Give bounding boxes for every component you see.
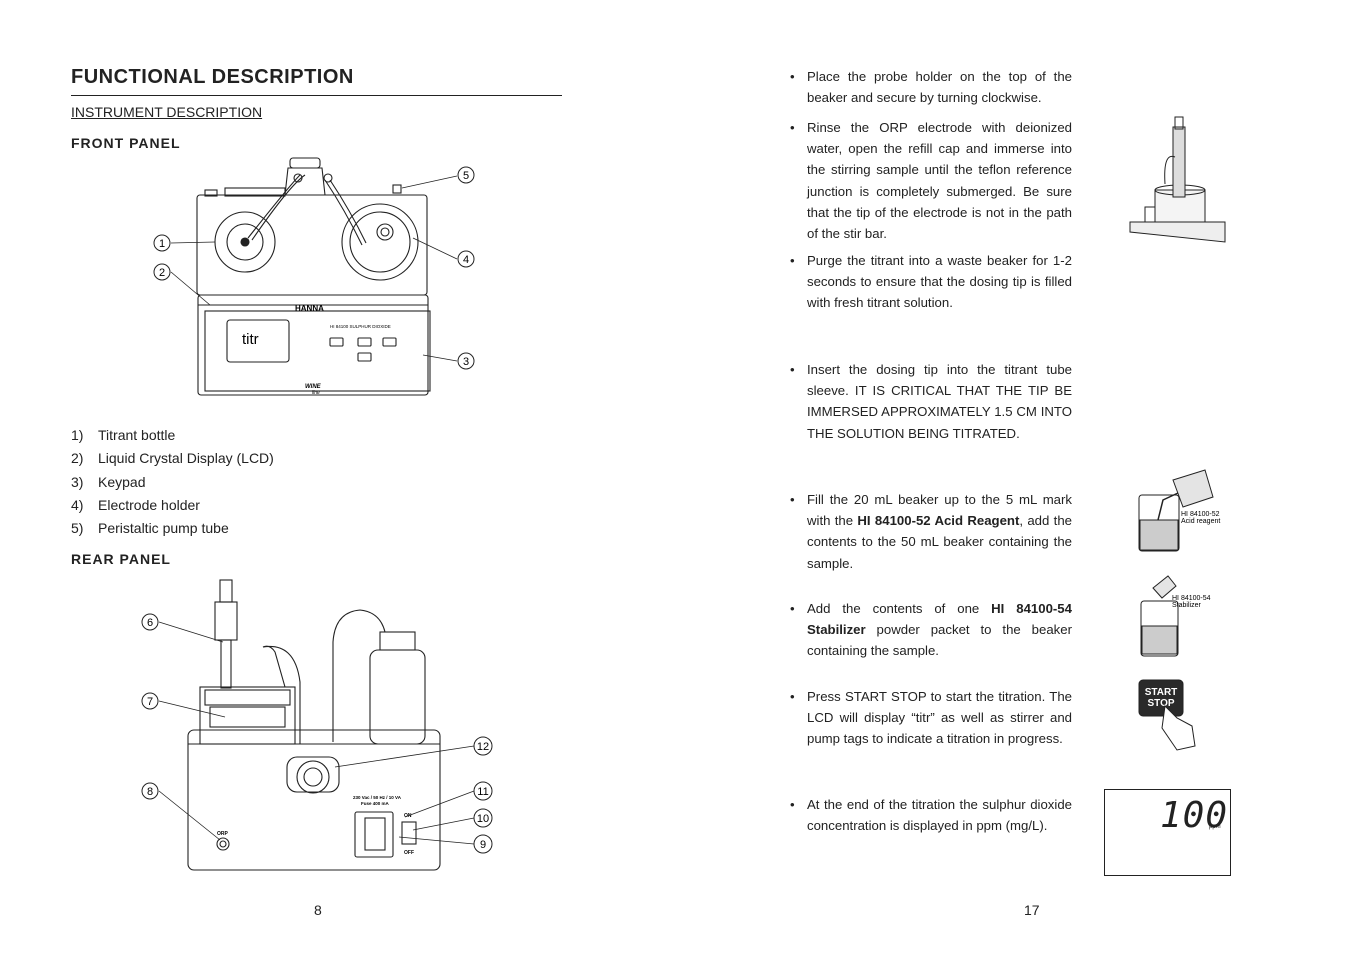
rear-power-label: 230 Vac / 50 Hz / 10 VA: [353, 795, 402, 800]
step-7: •Press START STOP to start the titration…: [790, 689, 1072, 747]
front-callout-4: 4: [463, 254, 469, 266]
stabilizer-figure-label: HI 84100-54: [1172, 595, 1211, 602]
rear-callout-9: 9: [480, 839, 486, 851]
rear-callout-10: 10: [477, 813, 489, 825]
stop-label: STOP: [1147, 698, 1174, 709]
front-logo: WINE: [305, 384, 322, 390]
front-callout-1: 1: [159, 238, 165, 250]
acid-figure-label2: Acid reagent: [1181, 518, 1220, 525]
step-8: •At the end of the titration the sulphur…: [790, 797, 1072, 834]
page-number-left: 8: [314, 902, 322, 918]
list-item: 2)Liquid Crystal Display (LCD): [71, 450, 274, 467]
rear-fuse-label: Fuse 400 mA: [361, 801, 390, 806]
electrode-beaker-figure: [1129, 116, 1226, 243]
step-2: •Rinse the ORP electrode with deionized …: [790, 120, 1072, 242]
page-title: FUNCTIONAL DESCRIPTION: [71, 66, 354, 88]
rear-callout-7: 7: [147, 696, 153, 708]
acid-figure-label: HI 84100-52: [1181, 511, 1220, 518]
lcd-result-value: 100: [1160, 795, 1229, 836]
stabilizer-figure: HI 84100-54 Stabilizer: [1140, 575, 1211, 657]
list-item: 3)Keypad: [71, 473, 146, 490]
list-item: 1)Titrant bottle: [71, 427, 176, 443]
acid-reagent-figure: HI 84100-52 Acid reagent: [1138, 469, 1220, 552]
page-number-right: 17: [1024, 902, 1040, 918]
front-callout-2: 2: [159, 267, 165, 279]
front-lcd: titr: [242, 331, 259, 348]
start-stop-button-figure: START STOP: [1138, 679, 1196, 751]
step-3: •Purge the titrant into a waste beaker f…: [790, 253, 1072, 311]
step-6: •Add the contents of one HI 84100-54 Sta…: [790, 601, 1072, 659]
rear-orp-label: ORP: [217, 831, 229, 837]
front-callout-5: 5: [463, 170, 469, 182]
front-logo2: line: [312, 390, 320, 396]
stabilizer-figure-label2: Stabilizer: [1172, 602, 1201, 609]
section-subtitle: INSTRUMENT DESCRIPTION: [71, 104, 263, 120]
start-label: START: [1145, 687, 1178, 698]
step-1: •Place the probe holder on the top of th…: [790, 69, 1072, 106]
list-item: 5)Peristaltic pump tube: [71, 520, 229, 537]
rear-panel-figure: 230 Vac / 50 Hz / 10 VA Fuse 400 mA ON O…: [141, 579, 493, 871]
component-list: 1)Titrant bottle 2)Liquid Crystal Displa…: [71, 424, 274, 540]
rear-off-label: OFF: [404, 850, 414, 856]
front-brand: HANNA: [295, 304, 324, 313]
title-divider: [71, 95, 562, 96]
rear-callout-6: 6: [147, 617, 153, 629]
rear-callout-12: 12: [477, 741, 489, 753]
step-4: •Insert the dosing tip into the titrant …: [790, 362, 1072, 441]
rear-callout-11: 11: [477, 786, 488, 798]
list-item: 4)Electrode holder: [71, 496, 200, 513]
rear-panel-heading: REAR PANEL: [71, 551, 171, 567]
front-panel-figure: HANNA HI 84100 SULPHUR DIOXIDE titr WINE…: [153, 157, 475, 396]
lcd-result-unit: ppm: [1209, 824, 1221, 830]
rear-callout-8: 8: [147, 786, 153, 798]
front-model: HI 84100 SULPHUR DIOXIDE: [330, 324, 391, 329]
front-callout-3: 3: [463, 356, 469, 368]
front-panel-heading: FRONT PANEL: [71, 135, 181, 151]
lcd-result-display: 100 ppm: [1104, 789, 1231, 876]
step-5: •Fill the 20 mL beaker up to the 5 mL ma…: [790, 492, 1072, 571]
